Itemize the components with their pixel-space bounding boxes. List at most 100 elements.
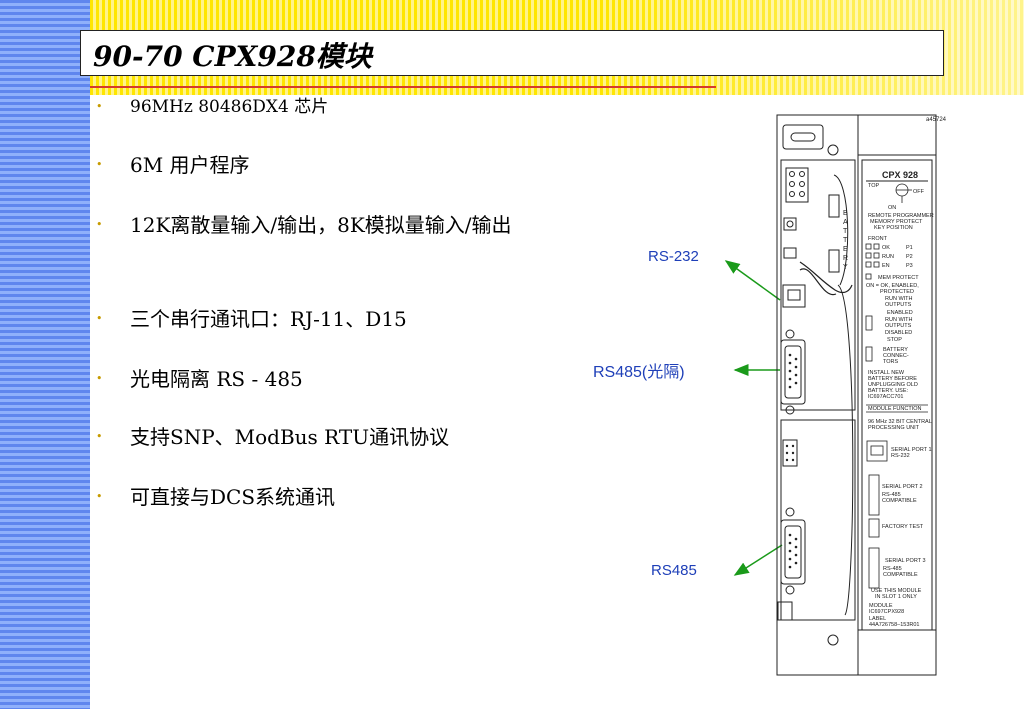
battery-letter-b: B (843, 210, 848, 217)
battery-conn-3: TORS (883, 359, 899, 365)
led-p1: P1 (906, 245, 913, 251)
battery-conn-1: BATTERY (883, 347, 908, 353)
svg-text:T: T (843, 228, 848, 235)
switch-label-7: STOP (887, 337, 902, 343)
led-en-icon-2 (873, 261, 880, 268)
bottom-note-2: IN SLOT 1 ONLY (875, 594, 917, 600)
title-underline (90, 86, 716, 88)
key-off: OFF (913, 189, 925, 195)
key-caption-1: REMOTE PROGRAMMER (868, 213, 934, 219)
port3-connector-icon (868, 547, 880, 589)
key-caption-3: KEY POSITION (874, 225, 913, 231)
switch-label-4: RUN WITH (885, 317, 913, 323)
key-caption-2: MEMORY PROTECT (870, 219, 923, 225)
connector-pins (785, 353, 798, 569)
port3-type: RS-485 (883, 566, 902, 572)
rj11-port-icon (866, 440, 888, 462)
bullet-text: 96MHz 80486DX4 芯片 (130, 97, 329, 117)
bullet-text: 可直接与DCS系统通讯 (130, 485, 336, 509)
bullet-text: 光电隔离 RS - 485 (130, 367, 303, 391)
switch-label-3: ENABLED (887, 310, 913, 316)
faceplate-text: TOP OFF ON REMOTE PROGRAMMER MEMORY PROT… (866, 183, 934, 628)
switch-label-6: DISABLED (885, 330, 912, 336)
bullet-text: 12K离散量输入/输出，8K模拟量输入/输出 (130, 213, 512, 237)
port2-connector-icon (868, 474, 880, 516)
callout-rs232: RS-232 (648, 248, 699, 265)
led-run-icon (865, 252, 872, 259)
battery-conn-2: CONNEC- (883, 353, 909, 359)
battery-connector-icon (865, 346, 873, 362)
install-note-1: INSTALL NEW (868, 370, 905, 376)
bullet-dot-icon: • (96, 158, 103, 171)
module-outline (776, 114, 937, 676)
svg-text:R: R (843, 255, 848, 262)
port3-compat: COMPATIBLE (883, 572, 918, 578)
port1-type: RS-232 (891, 453, 910, 459)
install-note-2: BATTERY BEFORE (868, 376, 917, 382)
port3-title: SERIAL PORT 3 (885, 558, 926, 564)
svg-text:E: E (843, 246, 848, 253)
led-p2: P2 (906, 254, 913, 260)
install-note-3: UNPLUGGING OLD (868, 382, 918, 388)
key-top: TOP (868, 183, 880, 189)
title-box: 90-70 CPX928模块 (80, 30, 944, 76)
led-run-icon-2 (873, 252, 880, 259)
switch-label-5: OUTPUTS (885, 323, 912, 329)
install-note-4: BATTERY. USE: (868, 388, 909, 394)
bullet-text: 三个串行通讯口：RJ-11、D15 (130, 307, 407, 331)
port2-title: SERIAL PORT 2 (882, 484, 923, 490)
switch-label-1: RUN WITH (885, 296, 913, 302)
battery-wire (799, 261, 853, 294)
key-on: ON (888, 205, 896, 211)
port2-type: RS-485 (882, 492, 901, 498)
faceplate-title: CPX 928 (882, 170, 918, 180)
bullet-dot-icon: • (96, 372, 103, 385)
run-switch-icon (865, 315, 873, 331)
factory-test: FACTORY TEST (882, 524, 924, 530)
callout-rs485-isolated: RS485(光隔) (593, 364, 685, 381)
led-mem-icon (865, 273, 872, 280)
mem-protect: MEM PROTECT (878, 275, 919, 281)
port2-compat: COMPATIBLE (882, 498, 917, 504)
slide-title: 90-70 CPX928模块 (93, 40, 372, 73)
svg-text:T: T (843, 237, 848, 244)
switch-label-2: OUTPUTS (885, 302, 912, 308)
arrow-rs232 (724, 260, 781, 301)
led-en-icon (865, 261, 872, 268)
function-text-2: PROCESSING UNIT (868, 425, 920, 431)
bottom-note-3: MODULE (869, 603, 893, 609)
led-run: RUN (882, 254, 894, 260)
battery-label: B A T T E R Y (843, 210, 848, 271)
led-ok: OK (882, 245, 890, 251)
bottom-note-6: 44A726758–153R01 (869, 622, 919, 628)
factory-test-icon (868, 518, 880, 538)
battery-wire-2 (799, 268, 837, 296)
bullet-dot-icon: • (96, 490, 103, 503)
faceplate-frame (861, 159, 933, 631)
led-ok-icon (865, 243, 872, 250)
led-p3: P3 (906, 263, 913, 269)
bottom-note-5: LABEL (869, 616, 886, 622)
svg-text:Y: Y (843, 264, 848, 271)
led-ok-icon-2 (873, 243, 880, 250)
bullet-dot-icon: • (96, 100, 103, 113)
bullet-dot-icon: • (96, 218, 103, 231)
front-label: FRONT (868, 236, 888, 242)
left-stripe-decoration (0, 0, 90, 709)
bottom-note-4: IC697CPX928 (869, 609, 904, 615)
on-note-1: ON = OK, ENABLED, (866, 283, 919, 289)
install-note-5: IC697ACC701 (868, 394, 903, 400)
on-note-2: PROTECTED (880, 289, 914, 295)
callout-rs485: RS485 (651, 562, 697, 579)
bullet-text: 6M 用户程序 (130, 153, 250, 177)
function-text-1: 96 MHz 32 BIT CENTRAL (868, 419, 932, 425)
arrow-rs485 (733, 544, 783, 576)
svg-text:A: A (843, 219, 848, 226)
bullet-text: 支持SNP、ModBus RTU通讯协议 (130, 425, 450, 449)
led-en: EN (882, 263, 890, 269)
bottom-note-1: USE THIS MODULE (871, 588, 922, 594)
faceplate-graphics (865, 183, 928, 589)
bullet-dot-icon: • (96, 312, 103, 325)
port1-title: SERIAL PORT 1 (891, 447, 932, 453)
